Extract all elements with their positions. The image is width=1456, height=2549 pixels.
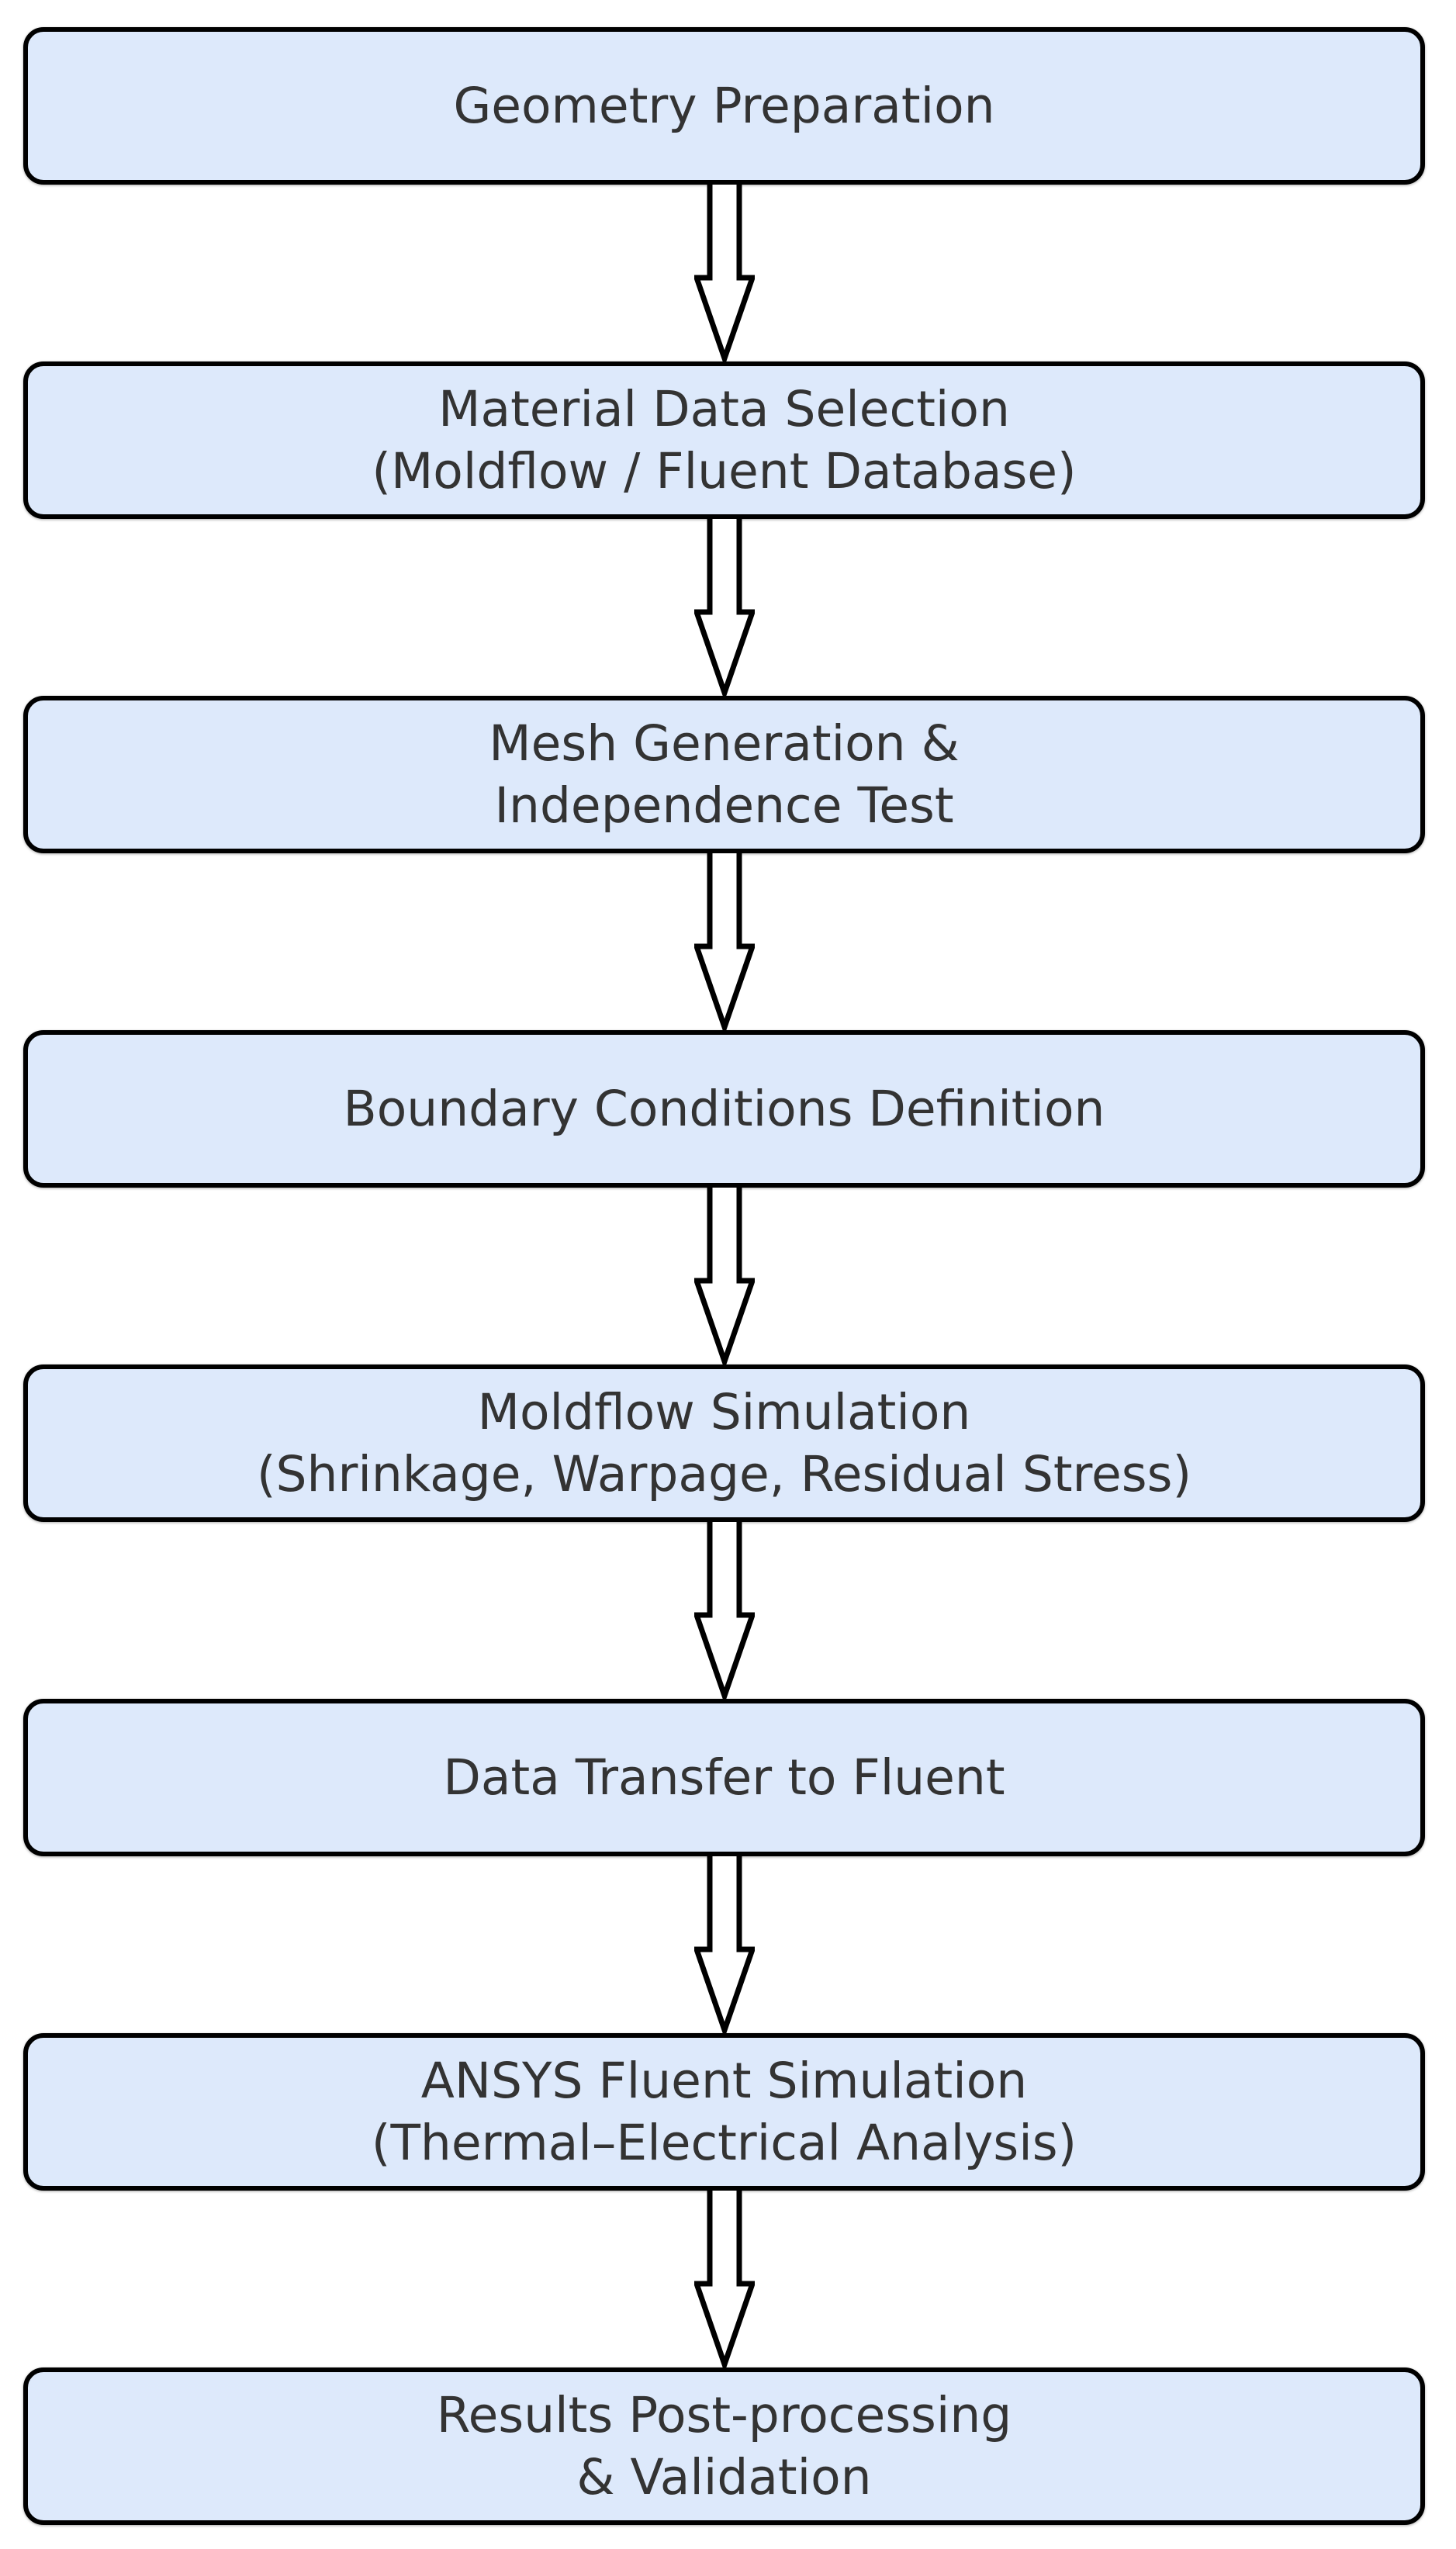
- step-label: Geometry Preparation: [453, 77, 995, 134]
- down-arrow-icon: [693, 1188, 755, 1364]
- step-geometry-preparation: Geometry Preparation: [23, 27, 1425, 185]
- step-mesh-generation: Mesh Generation & Independence Test: [23, 696, 1425, 853]
- step-moldflow-simulation: Moldflow Simulation (Shrinkage, Warpage,…: [23, 1364, 1425, 1522]
- step-label: Results Post-processing & Validation: [436, 2386, 1012, 2506]
- step-label: Moldflow Simulation (Shrinkage, Warpage,…: [256, 1383, 1192, 1503]
- down-arrow-icon: [693, 185, 755, 361]
- step-material-data-selection: Material Data Selection (Moldflow / Flue…: [23, 361, 1425, 519]
- down-arrow-icon: [693, 853, 755, 1030]
- step-boundary-conditions: Boundary Conditions Definition: [23, 1030, 1425, 1188]
- step-ansys-fluent-simulation: ANSYS Fluent Simulation (Thermal–Electri…: [23, 2033, 1425, 2191]
- down-arrow-icon: [693, 1856, 755, 2033]
- step-label: Material Data Selection (Moldflow / Flue…: [372, 380, 1077, 500]
- down-arrow-icon: [693, 1522, 755, 1699]
- step-label: Boundary Conditions Definition: [343, 1080, 1105, 1137]
- flowchart: Geometry Preparation Material Data Selec…: [23, 0, 1425, 2525]
- step-label: Mesh Generation & Independence Test: [489, 714, 960, 834]
- step-label: ANSYS Fluent Simulation (Thermal–Electri…: [371, 2052, 1077, 2171]
- step-results-postprocessing: Results Post-processing & Validation: [23, 2367, 1425, 2525]
- step-data-transfer: Data Transfer to Fluent: [23, 1699, 1425, 1856]
- step-label: Data Transfer to Fluent: [443, 1748, 1005, 1806]
- down-arrow-icon: [693, 2191, 755, 2367]
- down-arrow-icon: [693, 519, 755, 696]
